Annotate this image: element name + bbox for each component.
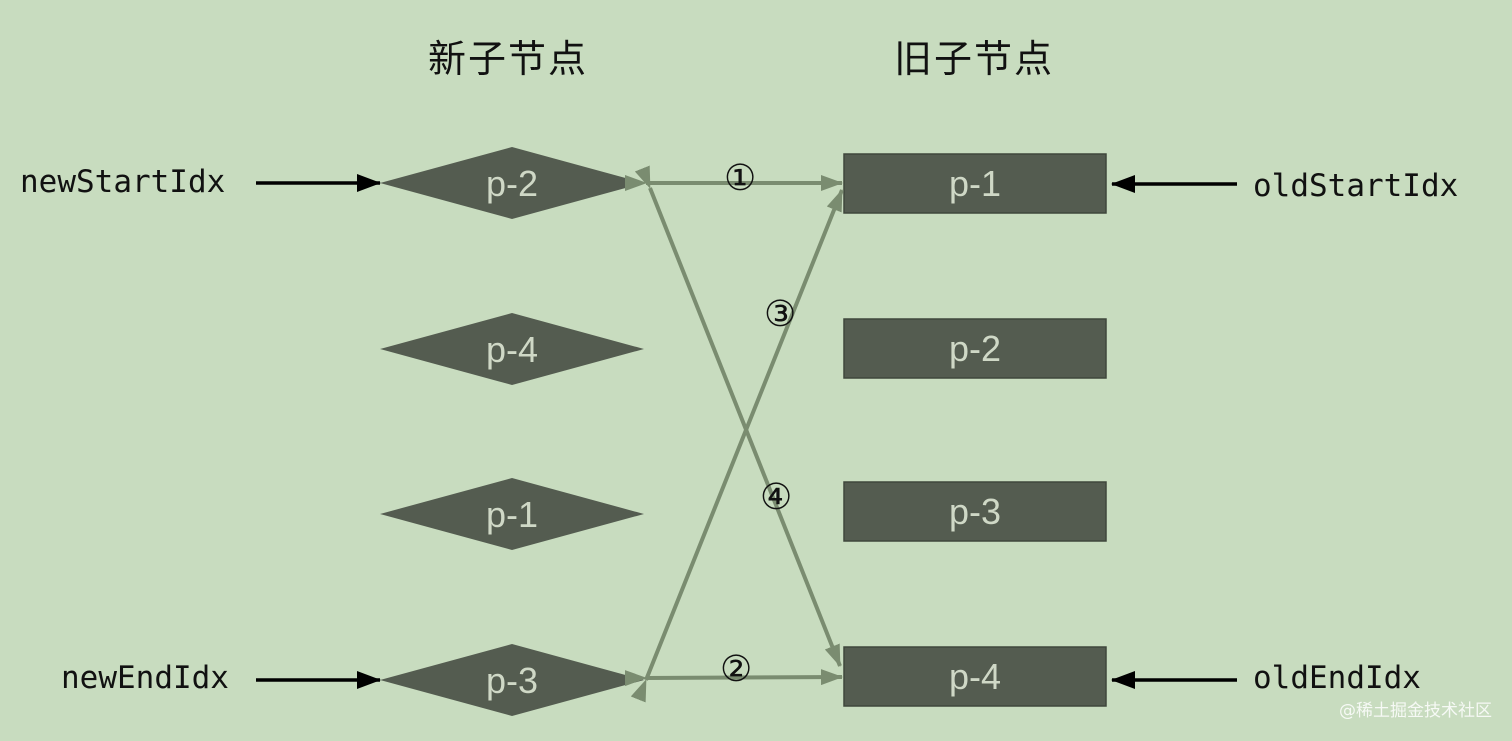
compare-arrow-3	[630, 189, 844, 703]
old-node-rect-4	[843, 646, 1107, 707]
new-node-diamond-1	[380, 147, 644, 219]
old-node-rect-3	[843, 481, 1107, 542]
compare-arrow-4	[634, 165, 842, 667]
new-node-label-3: p-1	[485, 494, 539, 535]
new-node-diamond-2	[380, 313, 644, 385]
new-end-idx-label: newEndIdx	[61, 660, 229, 696]
step-marker-3: ③	[764, 294, 797, 335]
new-node-label-4: p-3	[485, 660, 539, 701]
old-node-label-1: p-1	[948, 163, 1002, 204]
new-node-diamond-3	[380, 478, 644, 550]
old-end-idx-label: oldEndIdx	[1253, 660, 1421, 696]
heading-old-children: 旧子节点	[894, 37, 1055, 81]
new-node-label-2: p-4	[485, 329, 539, 370]
old-node-rect-2	[843, 318, 1107, 379]
old-start-idx-label: oldStartIdx	[1253, 168, 1459, 204]
old-node-label-2: p-2	[948, 328, 1002, 369]
new-node-label-1: p-2	[485, 163, 539, 204]
watermark: @稀土掘金技术社区	[1339, 701, 1492, 721]
new-node-diamond-4	[380, 644, 644, 716]
old-node-rect-1	[843, 153, 1107, 214]
step-marker-1: ①	[724, 158, 757, 199]
step-marker-2: ②	[720, 649, 753, 690]
heading-new-children: 新子节点	[428, 37, 589, 81]
step-marker-4: ④	[760, 477, 793, 518]
old-node-label-4: p-4	[948, 656, 1002, 697]
new-start-idx-label: newStartIdx	[20, 164, 226, 200]
old-node-label-3: p-3	[948, 491, 1002, 532]
